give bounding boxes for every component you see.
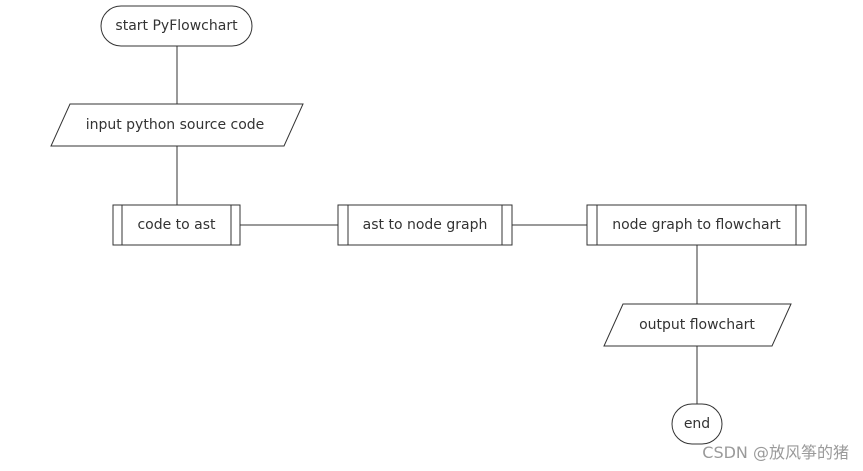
output-node: output flowchart <box>603 303 792 347</box>
code-to-ast-label: code to ast <box>137 217 216 233</box>
code-to-ast-node: code to ast <box>112 204 241 246</box>
ast-to-node-graph-label: ast to node graph <box>363 217 488 233</box>
ast-to-node-graph-node: ast to node graph <box>337 204 513 246</box>
start-node: start PyFlowchart <box>100 5 253 47</box>
node-graph-to-flowchart-node: node graph to flowchart <box>586 204 807 246</box>
watermark-text: CSDN @放风筝的猪 <box>702 443 849 462</box>
node-graph-to-flowchart-label: node graph to flowchart <box>612 217 781 233</box>
output-label: output flowchart <box>639 317 755 333</box>
end-label: end <box>684 416 710 432</box>
input-label: input python source code <box>86 117 265 133</box>
input-node: input python source code <box>50 103 304 147</box>
end-node: end <box>671 403 723 445</box>
start-label: start PyFlowchart <box>115 18 238 34</box>
